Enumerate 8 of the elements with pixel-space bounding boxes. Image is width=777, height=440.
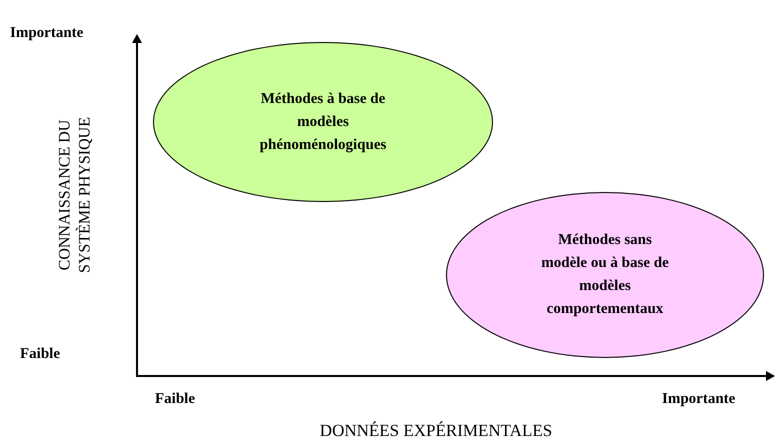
axis-tick-label: Importante: [662, 390, 736, 409]
axis-tick-label: Faible: [20, 345, 60, 364]
axis-tick-label: Importante: [10, 24, 84, 43]
ellipse-text: Méthodes à base de modèles phénoménologiques: [258, 90, 388, 154]
ellipse-text: Méthodes sans modèle ou à base de modèles comportementaux: [540, 231, 670, 319]
axis-title: CONNAISSANCE DU SYSTÈME PHYSIQUE: [56, 116, 94, 276]
axis-tick-label: Faible: [155, 390, 195, 409]
axis-title: DONNÉES EXPÉRIMENTALES: [318, 420, 554, 440]
